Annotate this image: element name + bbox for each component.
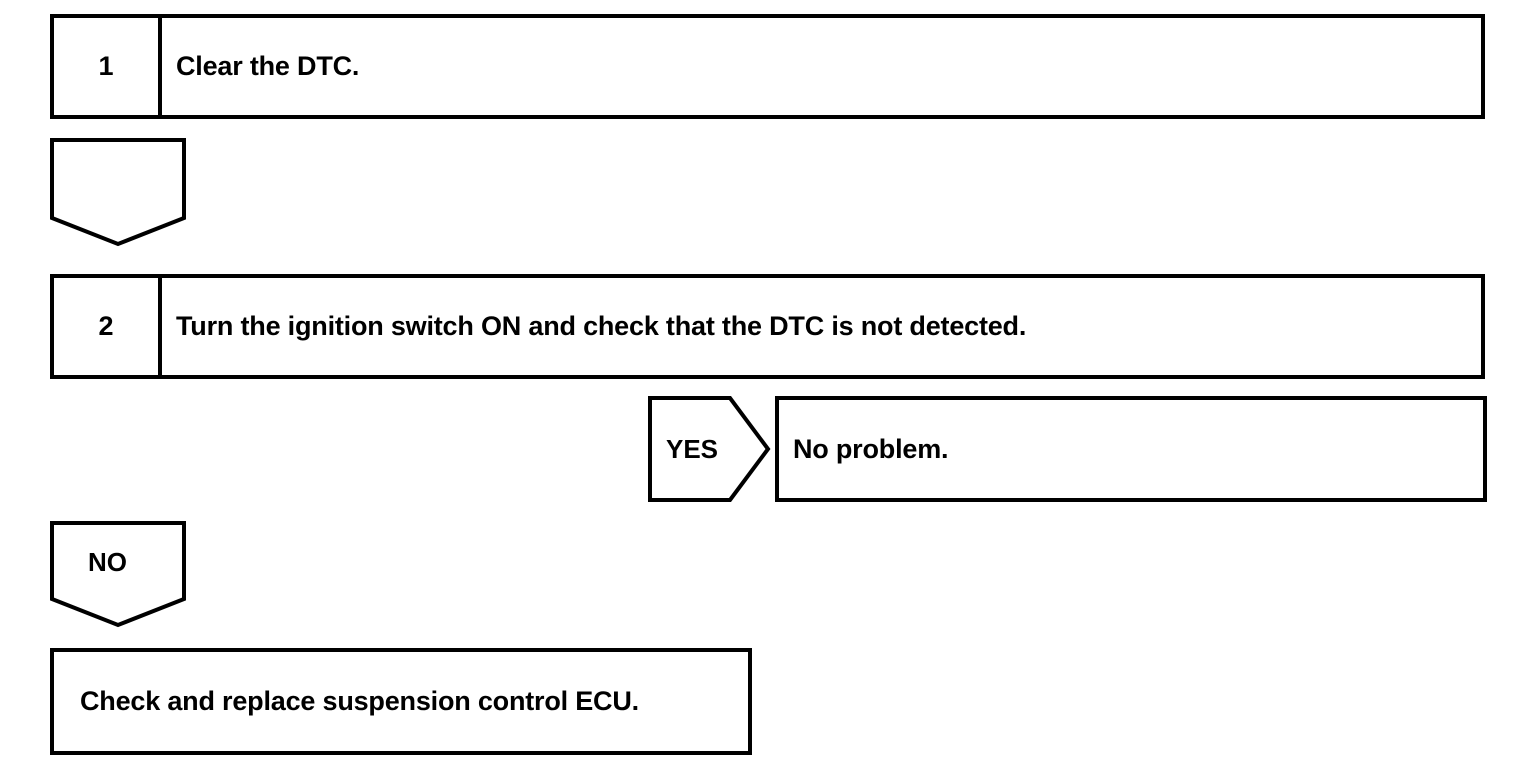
connector-no-label: NO (88, 547, 127, 577)
connector-yes-label: YES (666, 434, 719, 464)
step-2-box: 2 Turn the ignition switch ON and check … (50, 274, 1485, 379)
outcome-no-box: Check and replace suspension control ECU… (50, 648, 752, 755)
pentagon-down-shape (50, 138, 186, 247)
step-1-text: Clear the DTC. (176, 51, 360, 81)
connector-no: NO (50, 521, 186, 628)
step-2-number: 2 (54, 278, 162, 375)
pentagon-right-shape (648, 396, 771, 502)
step-1-box: 1 Clear the DTC. (50, 14, 1485, 119)
pentagon-down-shape (50, 521, 186, 628)
outcome-no-text: Check and replace suspension control ECU… (80, 686, 639, 716)
connector-yes: YES (648, 396, 771, 502)
connector-after-step-1 (50, 138, 186, 247)
outcome-yes-text: No problem. (793, 433, 949, 464)
step-2-text: Turn the ignition switch ON and check th… (176, 311, 1027, 341)
step-1-number: 1 (54, 18, 162, 115)
outcome-yes-box: No problem. (775, 396, 1487, 502)
